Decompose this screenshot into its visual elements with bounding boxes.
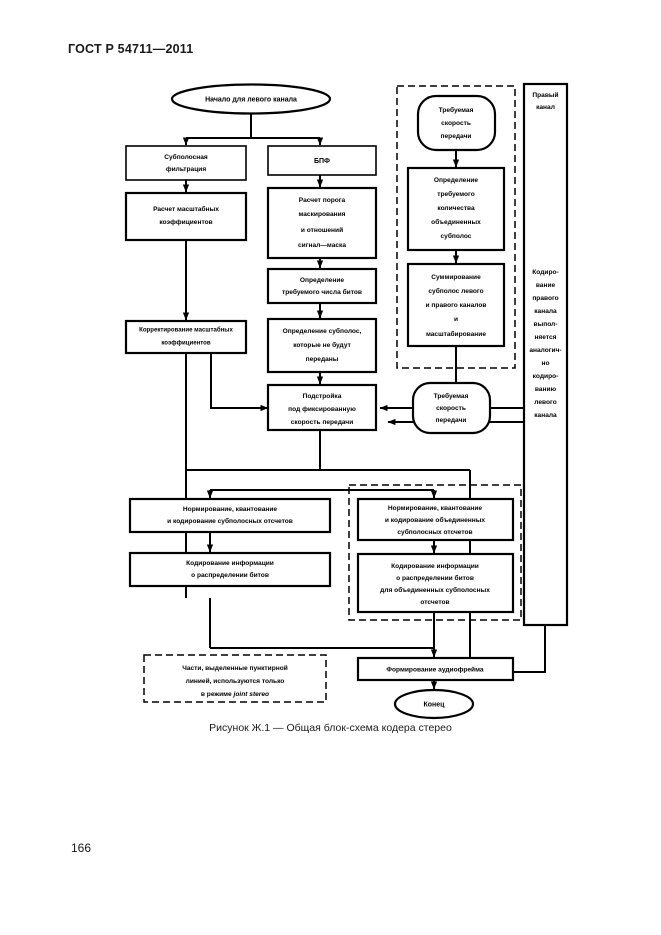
node-fft-label: БПФ	[314, 158, 330, 165]
node-required-rate-top-line1: Требуемая	[439, 106, 474, 114]
node-required-rate-top	[416, 94, 497, 152]
node-right-channel-body-line5: выпол-	[534, 321, 558, 328]
flowchart-figure: Начало для левого канала Субполосная фил…	[124, 82, 569, 720]
node-audio-frame-label: Формирование аудиофрейма	[386, 665, 483, 673]
start-terminal	[170, 83, 332, 115]
joint-stereo-region-upper	[396, 85, 516, 369]
node-required-joint-subbands-line5: субполос	[441, 232, 472, 240]
node-required-joint-subbands-line2: требуемого	[437, 190, 475, 198]
node-fixed-rate-adjust-line2: под фиксированную	[288, 406, 356, 413]
node-code-bit-allocation-joint-line1: Кодирование информации	[391, 563, 479, 570]
node-required-rate-mid-line1: Требуемая	[434, 392, 469, 400]
node-masking-threshold-line1: Расчет порога	[299, 197, 346, 204]
node-subbands-not-transmitted-line2: которые не будут	[293, 341, 351, 349]
flowchart-svg: Начало для левого канала Субполосная фил…	[124, 82, 569, 720]
node-scale-factors-line2: коэффициентов	[159, 219, 212, 226]
node-normalize-quantize-code-line1: Нормирование, квантование	[183, 506, 277, 513]
node-code-bit-allocation-joint-line2: о распределении битов	[396, 574, 474, 582]
node-normalize-quantize-joint-line2: и кодирование объединенных	[385, 516, 485, 524]
node-subbands-not-transmitted	[266, 317, 378, 374]
node-masking-threshold-line4: сигнал—маска	[298, 242, 346, 249]
node-fixed-rate-adjust-line1: Подстройка	[303, 392, 342, 400]
node-required-bits	[266, 267, 378, 305]
start-terminal-label: Начало для левого канала	[205, 96, 297, 103]
node-required-bits-line1: Определение	[300, 277, 344, 284]
node-right-channel-body-line2: вание	[536, 282, 556, 289]
standard-header: ГОСТ Р 54711—2011	[68, 42, 194, 56]
node-code-bit-allocation-line1: Кодирование информации	[186, 560, 274, 567]
node-correct-scale-factors-line2: коэффициентов	[161, 340, 211, 347]
node-normalize-quantize-joint-line3: субполосных отсчетов	[397, 528, 472, 536]
node-code-bit-allocation-joint-line4: отсчетов	[420, 599, 449, 606]
node-audio-frame	[356, 656, 515, 682]
node-normalize-quantize-joint-line1: Нормирование, квантование	[388, 505, 482, 512]
joint-stereo-note-box	[143, 654, 327, 703]
node-right-channel-body-line12: канала	[534, 412, 557, 419]
figure-caption: Рисунок Ж.1 — Общая блок-схема кодера ст…	[209, 722, 452, 734]
node-right-channel-body-line10: ванию	[535, 386, 557, 393]
node-fft	[267, 145, 377, 176]
node-scale-factors	[124, 191, 248, 242]
node-scale-factors-line1: Расчет масштабных	[153, 205, 219, 213]
node-code-bit-allocation	[128, 551, 332, 588]
node-masking-threshold	[266, 186, 378, 260]
joint-stereo-note-line2: линией, используются только	[186, 677, 285, 685]
node-masking-threshold-line3: и отношений	[301, 226, 343, 234]
node-right-channel-body-line1: Кодиро-	[532, 269, 558, 276]
node-right-channel-body-line11: левого	[534, 399, 556, 406]
node-fixed-rate-adjust	[266, 383, 378, 432]
node-subbands-not-transmitted-line3: переданы	[306, 356, 339, 363]
node-right-channel-body-line6: няется	[534, 334, 556, 341]
joint-stereo-note-italic: joint stereo	[233, 691, 270, 698]
page-number: 166	[71, 841, 92, 855]
node-sum-subbands-line1: Суммирование	[431, 274, 481, 281]
node-subband-filter-line1: Субполосная	[164, 153, 208, 161]
conn-correct-to-adjust	[210, 353, 269, 412]
node-right-channel-body-line7: аналогич-	[529, 347, 561, 354]
node-required-rate-mid-line2: скорость	[436, 405, 466, 412]
node-correct-scale-factors	[124, 319, 248, 355]
node-sum-subbands	[406, 262, 506, 348]
end-terminal-label: Конец	[424, 701, 446, 708]
node-required-joint-subbands-line1: Определение	[434, 177, 478, 184]
node-required-joint-subbands-line4: объединенных	[431, 218, 481, 226]
node-right-channel-body-line3: правого	[532, 295, 558, 302]
node-normalize-quantize-code-line2: и кодирование субполосных отсчетов	[167, 517, 293, 525]
joint-stereo-note-line3: в режиме joint stereo	[201, 691, 269, 698]
node-right-channel-title-line2: канал	[536, 104, 555, 111]
node-required-bits-line2: требуемого числа битов	[282, 288, 362, 296]
node-required-joint-subbands	[406, 166, 506, 252]
node-normalize-quantize-joint	[356, 497, 515, 542]
node-correct-scale-factors-line1: Корректирование масштабных	[139, 327, 233, 334]
node-required-rate-mid-line3: передачи	[436, 417, 467, 424]
node-sum-subbands-line5: масштабирование	[426, 330, 486, 338]
node-normalize-quantize-code	[128, 497, 332, 534]
node-required-rate-mid	[411, 381, 492, 435]
node-sum-subbands-line4: и	[454, 316, 458, 323]
node-required-joint-subbands-line3: количества	[437, 205, 475, 212]
node-subband-filter-line2: фильтрация	[166, 166, 207, 173]
node-right-channel-body-line9: кодиро-	[533, 373, 559, 380]
node-subbands-not-transmitted-line1: Определение субполос,	[283, 327, 362, 335]
node-right-channel-title-line1: Правый	[532, 91, 558, 99]
node-fixed-rate-adjust-line3: скорость передачи	[291, 419, 354, 426]
joint-stereo-note-line3-text: в режиме	[201, 691, 234, 698]
node-masking-threshold-line2: маскирования	[298, 211, 345, 218]
node-sum-subbands-line2: субполос левого	[428, 287, 483, 295]
node-code-bit-allocation-line2: о распределении битов	[191, 571, 269, 579]
node-code-bit-allocation-joint-line3: для объединенных субполосных	[380, 586, 490, 594]
node-required-rate-top-line2: скорость	[441, 120, 471, 127]
node-right-channel-body-line8: но	[541, 360, 549, 367]
node-sum-subbands-line3: и правого каналов	[426, 302, 487, 309]
joint-stereo-note-line1: Части, выделенные пунктирной	[182, 664, 288, 672]
node-right-channel-body-line4: канала	[534, 308, 557, 315]
end-terminal	[393, 688, 475, 720]
node-right-channel	[522, 82, 569, 627]
node-code-bit-allocation-joint	[356, 552, 515, 614]
node-subband-filter	[125, 145, 247, 181]
node-required-rate-top-line3: передачи	[441, 133, 472, 140]
